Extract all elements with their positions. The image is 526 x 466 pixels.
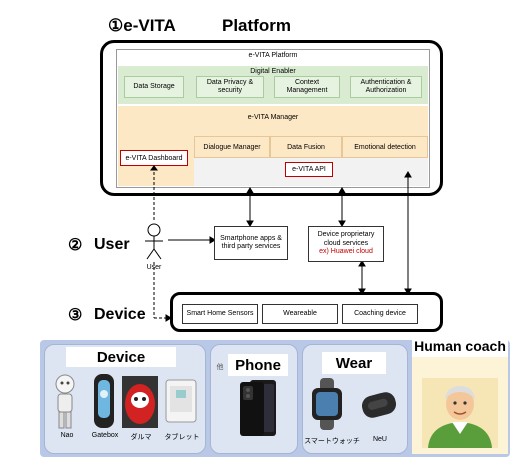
device-caption-gatebox: Gatebox [91, 432, 119, 439]
device-caption-nao: Nao [60, 432, 74, 439]
phone-image [240, 380, 276, 436]
cloud-services-box: Device proprietary cloud services ex) Hu… [308, 226, 384, 262]
nao-robot-icon [55, 374, 75, 429]
device-outer-frame [170, 292, 443, 332]
smartphone-apps-box: Smartphone apps & third party services [214, 226, 288, 260]
data-privacy-box: Data Privacy & security [196, 76, 264, 98]
device-caption-daruma: ダルマ [130, 434, 152, 441]
device-card-title: Device [66, 347, 176, 367]
user-figure [145, 223, 163, 260]
neu-device-icon [361, 392, 397, 418]
device-number: ③ [68, 307, 83, 324]
data-storage-box: Data Storage [124, 76, 184, 98]
coaching-device-box: Coaching device [342, 304, 418, 324]
cloud-example-label: ex) Huawei cloud [319, 248, 373, 256]
wear-images [312, 378, 397, 430]
context-management-box: Context Management [274, 76, 340, 98]
phone-note: 他 [216, 364, 224, 371]
cloud-services-label: Device proprietary cloud services [317, 231, 375, 247]
emotional-detection-box: Emotional detection [342, 136, 428, 158]
platform-outer-frame [100, 40, 443, 196]
user-heading: User [94, 236, 130, 253]
manager-title: e-VITA Manager [247, 114, 299, 121]
evita-api-box: e-VITA API [285, 162, 333, 177]
smart-home-sensors-box: Smart Home Sensors [182, 304, 258, 324]
elderly-man-icon [422, 378, 498, 448]
smartphone-icon [240, 380, 276, 436]
wear-caption-smartwatch: スマートウォッチ [304, 438, 360, 445]
device-heading: Device [94, 306, 146, 323]
daruma-icon [122, 376, 158, 428]
authentication-box: Authentication & Authorization [350, 76, 422, 98]
wear-card-title: Wear [322, 352, 386, 374]
user-figure-label: User [146, 264, 162, 271]
smartwatch-icon [312, 378, 342, 430]
platform-heading: Platform [222, 16, 291, 35]
device-images [55, 374, 197, 429]
digital-enabler-title: Digital Enabler [250, 68, 296, 75]
coach-image [422, 378, 498, 448]
tablet-icon [165, 379, 197, 423]
human-coach-title: Human coach [412, 338, 508, 357]
wearable-box: Weareable [262, 304, 338, 324]
phone-card-title: Phone [228, 354, 288, 376]
evita-label: ①e-VITA [108, 16, 176, 35]
user-number: ② [68, 237, 83, 254]
platform-title: e-VITA Platform [248, 52, 298, 59]
dialogue-manager-box: Dialogue Manager [194, 136, 270, 158]
gatebox-icon [94, 374, 114, 428]
device-caption-tablet: タブレット [164, 434, 200, 441]
connector-lines [145, 165, 412, 322]
wear-caption-neu: NeU [372, 436, 387, 443]
data-fusion-box: Data Fusion [270, 136, 342, 158]
